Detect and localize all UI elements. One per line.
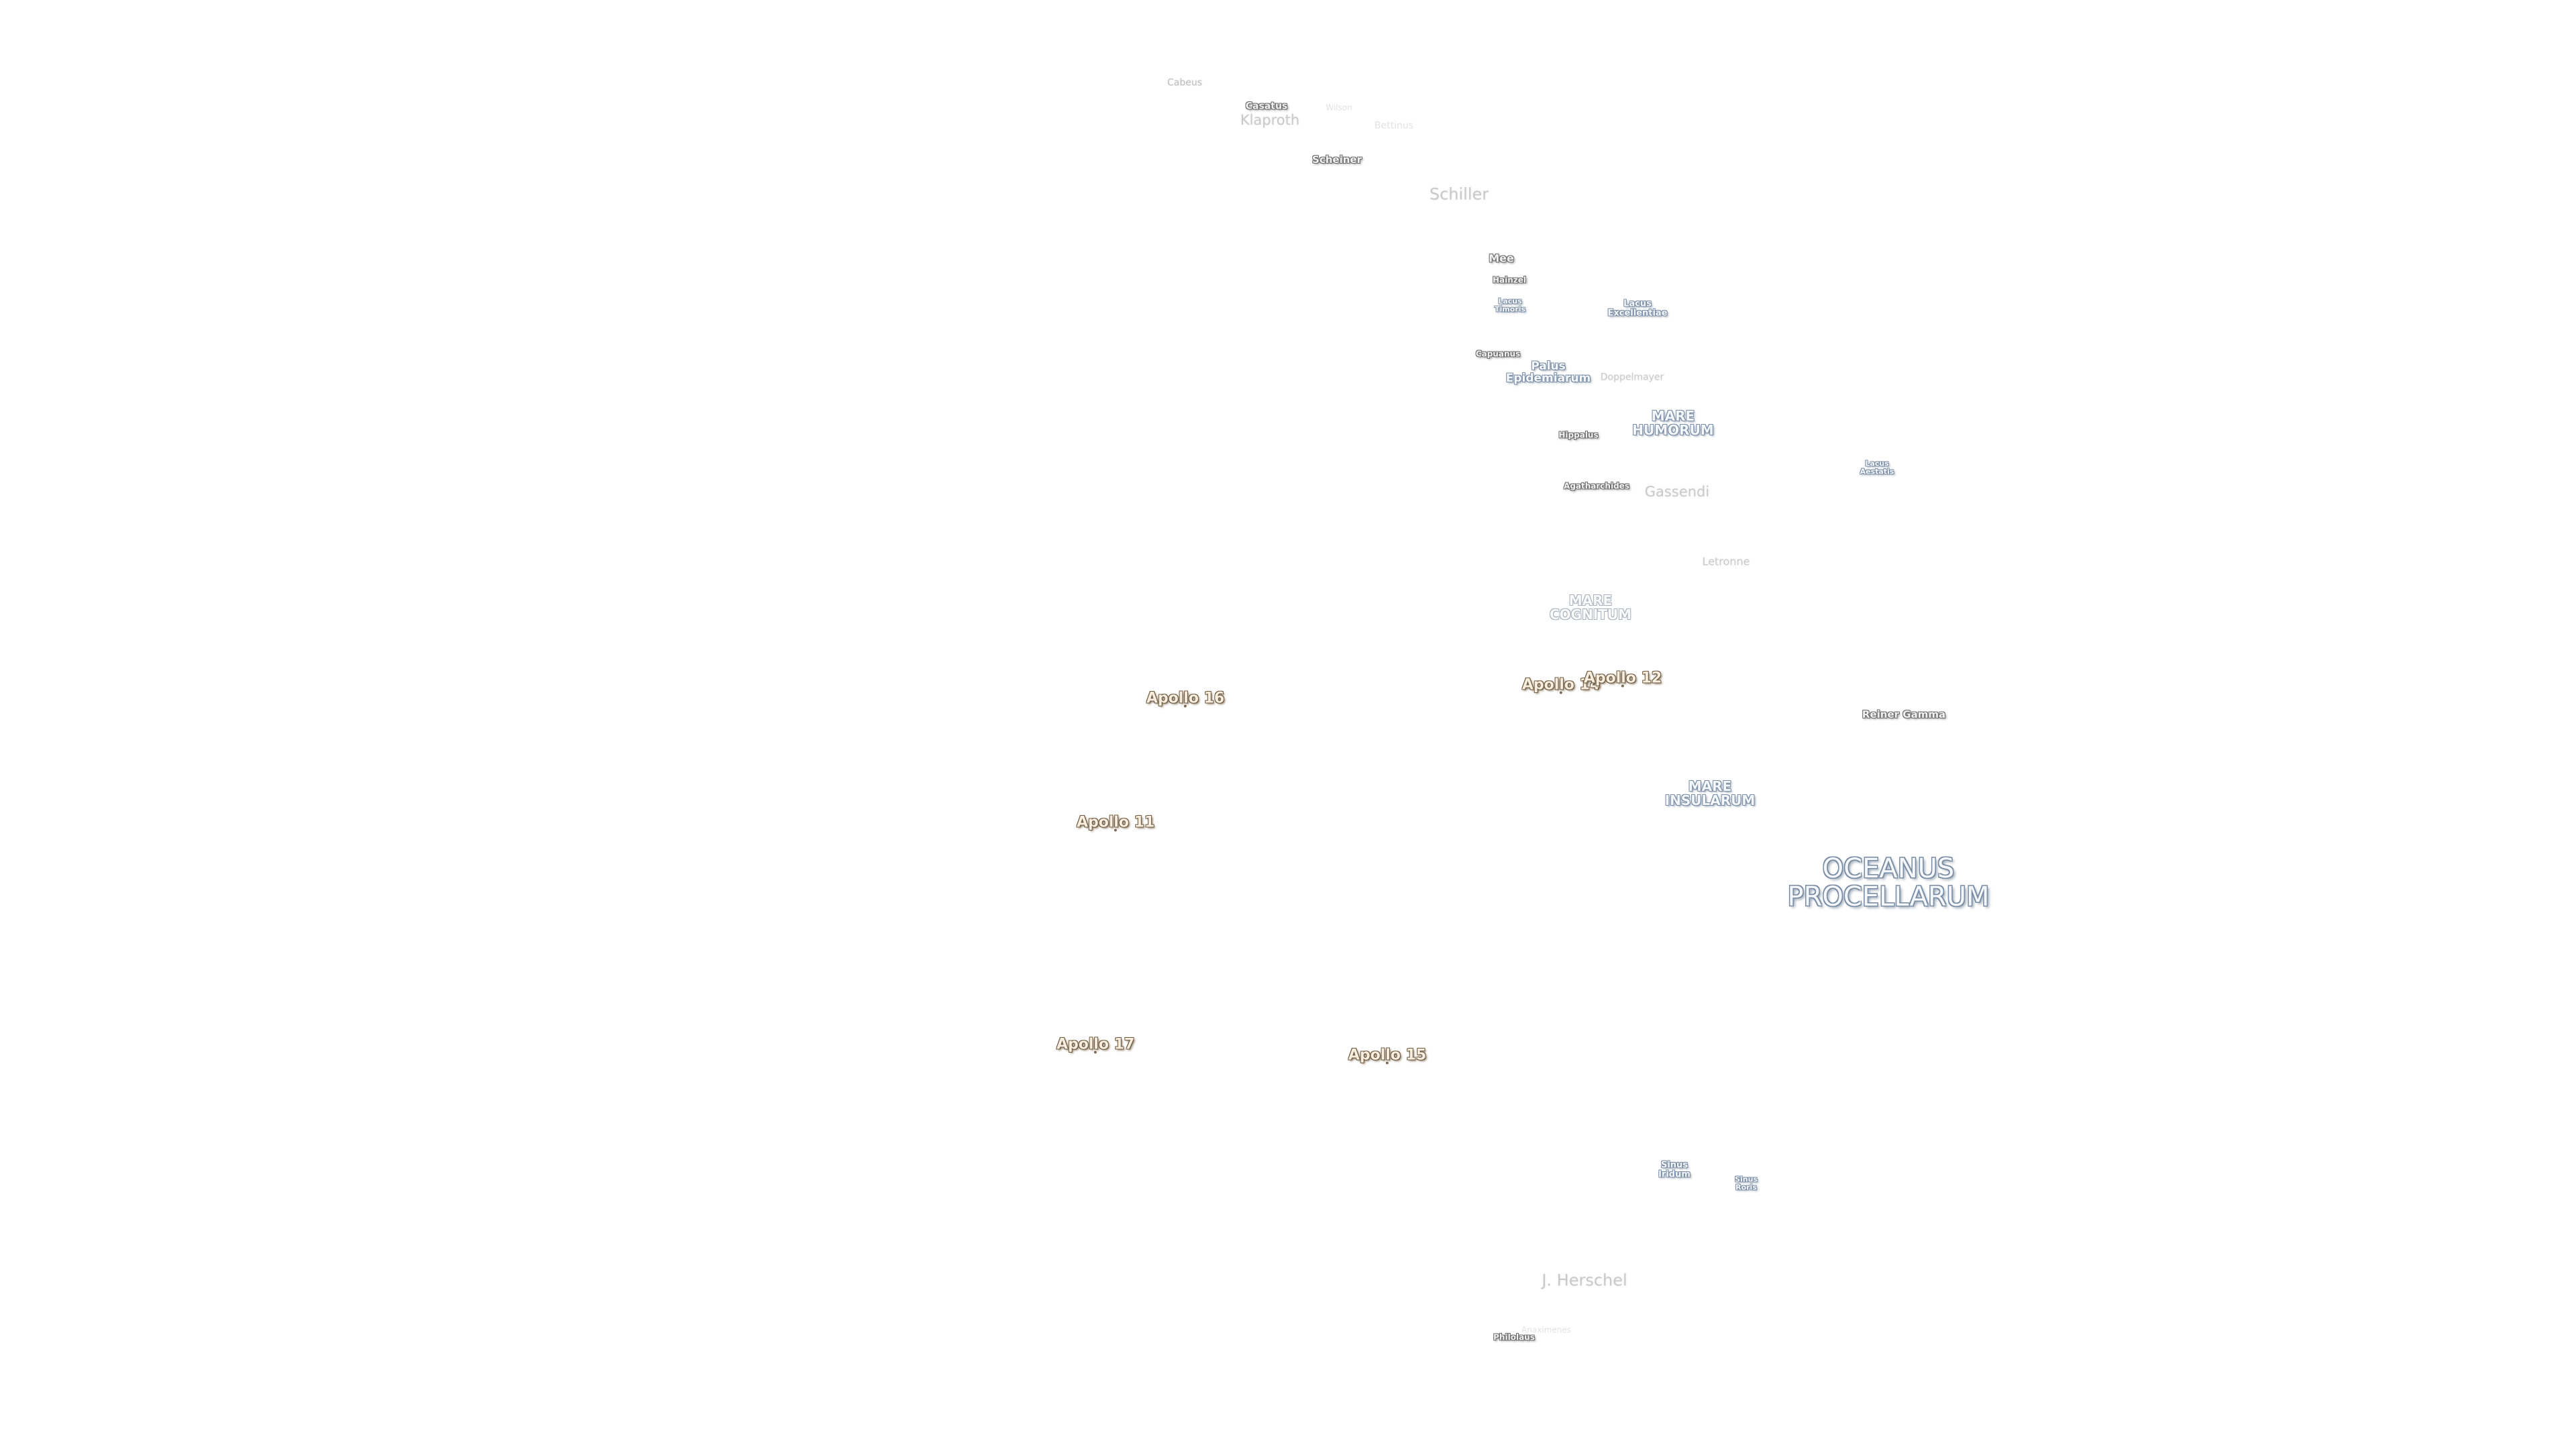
crater-hainzel[interactable]: Hainzel xyxy=(1492,275,1527,285)
apollo-16-label: Apollo 16 xyxy=(1146,690,1225,707)
apollo-15-label: Apollo 15 xyxy=(1348,1046,1427,1064)
apollo-14-site[interactable]: Apollo 14 xyxy=(1521,676,1601,694)
palus-epidemiarum-label[interactable]: Palus Epidemiarum xyxy=(1505,360,1591,385)
crater-gassendi[interactable]: Gassendi xyxy=(1644,483,1710,500)
apollo-17-site[interactable]: Apollo 17 xyxy=(1056,1036,1135,1054)
apollo-16-site[interactable]: Apollo 16 xyxy=(1146,690,1225,708)
crater-scheiner[interactable]: Scheiner xyxy=(1312,154,1362,166)
apollo-12-site[interactable]: Apollo 12 xyxy=(1583,669,1662,688)
crater-hippalus[interactable]: Hippalus xyxy=(1558,430,1599,440)
lacus-timoris-label[interactable]: Lacus Timoris xyxy=(1494,297,1526,313)
landing-site-marker xyxy=(1559,691,1562,694)
landing-site-marker xyxy=(1183,704,1187,708)
crater-cabeus[interactable]: Cabeus xyxy=(1167,77,1203,89)
crater-reiner-gamma[interactable]: Reiner Gamma xyxy=(1862,708,1946,721)
sinus-iridum-label[interactable]: Sinus Iridum xyxy=(1658,1160,1690,1179)
landing-site-marker xyxy=(1621,684,1624,688)
crater-doppelmayer[interactable]: Doppelmayer xyxy=(1600,372,1664,383)
crater-klaproth[interactable]: Klaproth xyxy=(1240,111,1300,128)
crater-capuanus[interactable]: Capuanus xyxy=(1475,349,1521,359)
apollo-17-label: Apollo 17 xyxy=(1056,1036,1135,1053)
crater-bettinus[interactable]: Bettinus xyxy=(1374,120,1414,131)
crater-letronne[interactable]: Letronne xyxy=(1702,555,1750,568)
lacus-aestatis-label[interactable]: Lacus Aestatis xyxy=(1860,459,1894,476)
mare-insularum-label[interactable]: MARE INSULARUM xyxy=(1664,778,1756,808)
crater-j-herschel[interactable]: J. Herschel xyxy=(1542,1271,1627,1290)
crater-casatus[interactable]: Casatus xyxy=(1245,101,1288,112)
oceanus-procellarum-label[interactable]: OCEANUS PROCELLARUM xyxy=(1787,853,1990,912)
apollo-11-site[interactable]: Apollo 11 xyxy=(1076,814,1155,832)
crater-agatharchides[interactable]: Agatharchides xyxy=(1564,481,1629,491)
sinus-roris-label[interactable]: Sinus Roris xyxy=(1735,1175,1758,1191)
landing-site-marker xyxy=(1114,828,1117,832)
mare-cognitum-label[interactable]: MARE COGNITUM xyxy=(1549,592,1632,623)
landing-site-marker xyxy=(1385,1061,1389,1065)
crater-philolaus[interactable]: Philolaus xyxy=(1493,1332,1535,1342)
crater-anaximenes[interactable]: Anaximenes xyxy=(1521,1325,1571,1335)
apollo-15-site[interactable]: Apollo 15 xyxy=(1348,1046,1427,1065)
mare-humorum-label[interactable]: MARE HUMORUM xyxy=(1632,408,1714,438)
crater-schiller[interactable]: Schiller xyxy=(1429,184,1489,204)
apollo-11-label: Apollo 11 xyxy=(1076,814,1155,831)
landing-site-marker xyxy=(1093,1051,1097,1054)
crater-mee[interactable]: Mee xyxy=(1489,252,1514,265)
lacus-excellentiae-label[interactable]: Lacus Excellentiae xyxy=(1607,299,1668,318)
apollo-12-label: Apollo 12 xyxy=(1583,669,1662,687)
apollo-14-label: Apollo 14 xyxy=(1521,676,1601,694)
crater-wilson[interactable]: Wilson xyxy=(1326,103,1352,113)
